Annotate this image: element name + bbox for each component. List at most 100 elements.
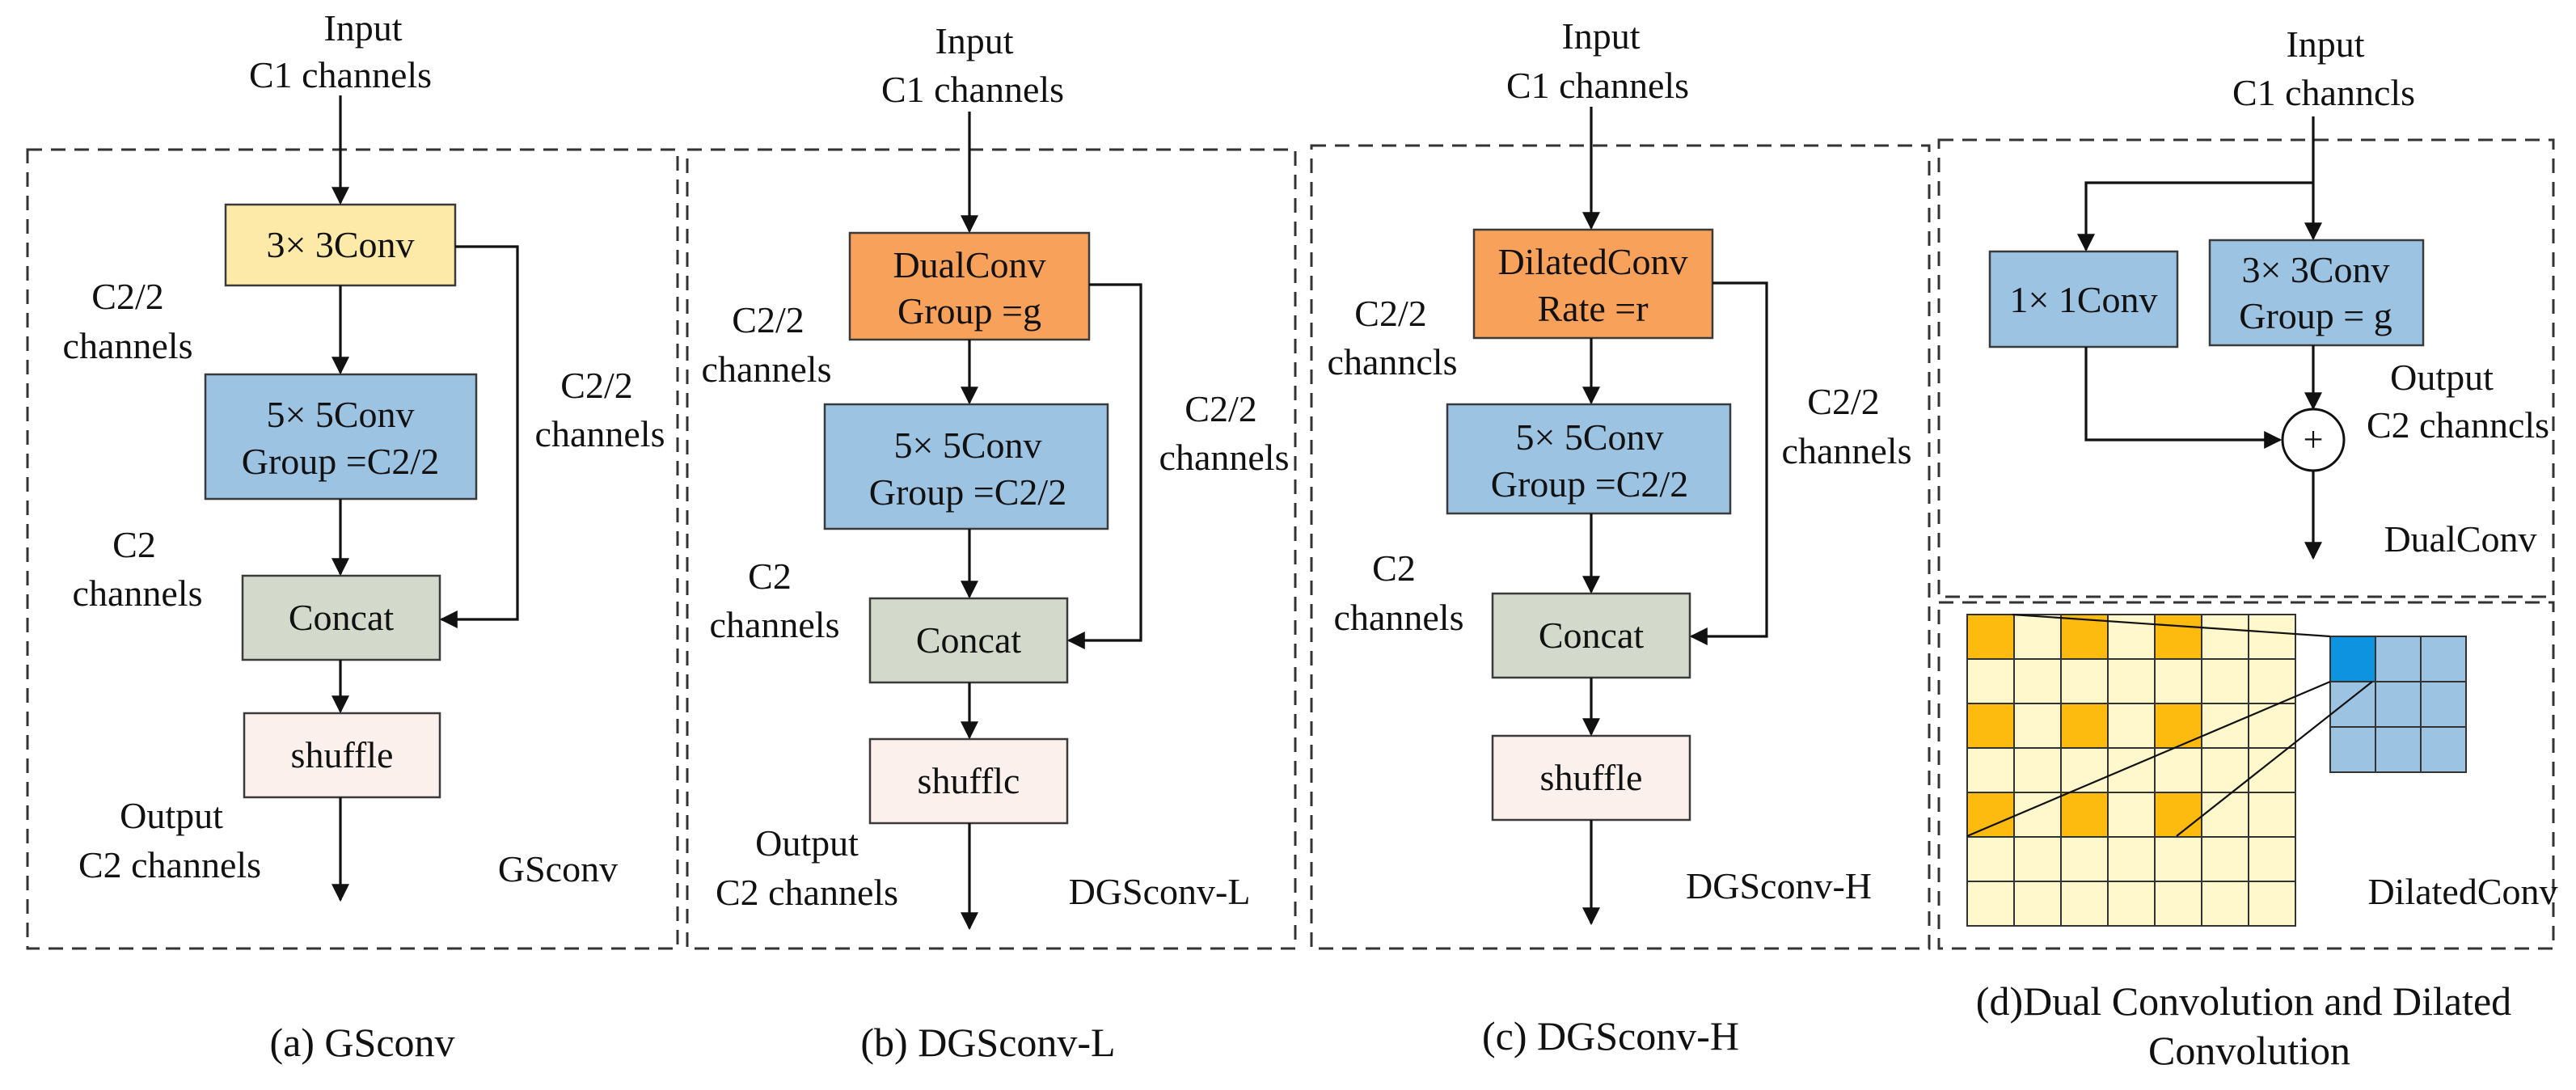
panel-d-groupconv-label-2: Group = g — [2239, 295, 2392, 336]
panel-b-dualconv-label-1: DualConv — [893, 244, 1045, 285]
grid-cell — [2201, 881, 2249, 927]
grid-cell-sampled — [2154, 703, 2202, 749]
panel-a-left-channels-top-2: channels — [63, 325, 193, 366]
panel-c-shuffle-label: shuffle — [1540, 757, 1643, 798]
grid-cell — [2201, 658, 2249, 704]
panel-d-input-channels: C1 channcls — [2232, 72, 2415, 113]
grid-cell — [2248, 614, 2296, 660]
grid-cell — [2154, 747, 2202, 793]
panel-a-output-label: Output — [120, 795, 223, 836]
panel-a-left-channels-mid: C2 — [112, 524, 156, 565]
panel-d-dualconv-name: DualConv — [2384, 518, 2536, 560]
panel-a-groupconv-label-1: 5× 5Conv — [266, 394, 414, 435]
grid-cell-sampled — [1966, 703, 2015, 749]
panel-d-receptive-line-mid — [1966, 680, 2331, 838]
kernel-cell — [2375, 681, 2422, 728]
grid-cell — [2201, 792, 2249, 838]
panel-d-receptive-line-bottom — [2176, 681, 2373, 837]
panel-c-frame — [1310, 144, 1931, 950]
grid-cell — [2013, 614, 2062, 660]
grid-cell-sampled — [2154, 792, 2202, 838]
grid-cell — [2107, 703, 2156, 749]
panel-b-arrow-skip — [1066, 283, 1142, 649]
panel-d-dilatedconv-name: DilatedConv — [2367, 871, 2557, 912]
grid-cell — [2248, 658, 2296, 704]
panel-a-output-channels: C2 channels — [78, 844, 261, 885]
panel-d-input-label: Input — [2286, 23, 2364, 65]
panel-d-kernel-grid — [2329, 636, 2467, 773]
grid-cell — [2013, 747, 2062, 793]
panel-a-arrow-skip — [439, 245, 519, 628]
panel-b-right-channels: C2/2 — [1185, 388, 1256, 429]
grid-cell — [2248, 836, 2296, 882]
grid-cell — [2060, 836, 2109, 882]
grid-cell — [2013, 881, 2062, 927]
grid-cell — [2013, 836, 2062, 882]
panel-a-module-name: GSconv — [498, 848, 618, 889]
panel-a-input-label: Input — [323, 7, 402, 49]
grid-cell — [1966, 747, 2015, 793]
grid-cell — [2248, 703, 2296, 749]
panel-c-left-channels-top-2: channcls — [1328, 341, 1458, 382]
grid-cell — [2060, 658, 2109, 704]
kernel-cell — [2420, 636, 2467, 682]
panel-b-output-label: Output — [755, 822, 859, 864]
grid-cell — [2107, 836, 2156, 882]
panel-d-caption-1: (d)Dual Convolution and Dilated — [1976, 978, 2511, 1024]
panel-d-pointwise-label: 1× 1Conv — [2009, 279, 2157, 320]
panel-b-left-channels-top-2: channels — [702, 349, 832, 390]
panel-d-input-grid — [1966, 614, 2296, 927]
grid-cell — [2248, 747, 2296, 793]
grid-cell — [2201, 703, 2249, 749]
kernel-cell — [2375, 636, 2422, 682]
grid-cell — [2201, 836, 2249, 882]
panel-c-left-channels-mid: C2 — [1372, 547, 1416, 589]
panel-c-right-channels: C2/2 — [1807, 381, 1879, 422]
panel-c-dilatedconv-box — [1472, 228, 1714, 340]
panel-b-right-channels-2: channels — [1159, 437, 1290, 478]
panel-d-arrow-pointwise-to-sum — [2084, 347, 2283, 449]
grid-cell — [2060, 881, 2109, 927]
panel-gsconv: Input C1 channels 3× 3Conv 5× 5Conv Grou… — [26, 7, 679, 1065]
panel-c-dilatedconv-label-2: Rate =r — [1537, 288, 1648, 329]
panel-a-conv3x3-label: 3× 3Conv — [266, 224, 414, 265]
grid-cell-sampled — [2060, 792, 2109, 838]
panel-b-groupconv-label-1: 5× 5Conv — [893, 425, 1041, 466]
grid-cell — [2248, 881, 2296, 927]
grid-cell — [1966, 658, 2015, 704]
panel-a-shuffle-label: shuffle — [291, 734, 394, 775]
panel-c-input-label: Input — [1561, 15, 1640, 57]
panel-b-dualconv-box — [848, 231, 1091, 341]
panel-b-groupconv-box — [823, 403, 1109, 530]
grid-cell-sampled — [2060, 614, 2109, 660]
panel-c-left-channels-mid-2: channels — [1334, 597, 1464, 638]
kernel-cell — [2420, 726, 2467, 773]
panel-c-input-channels: C1 channels — [1506, 65, 1689, 106]
panel-c-dilatedconv-label-1: DilatedConv — [1497, 241, 1687, 282]
kernel-cell — [2329, 726, 2376, 773]
panel-b-input-label: Input — [935, 20, 1013, 61]
panel-d-sum-node — [2281, 408, 2346, 472]
panel-d-groupconv-box — [2208, 239, 2425, 347]
panel-c-right-channels-2: channels — [1782, 430, 1912, 471]
panel-b-module-name: DGSconv-L — [1069, 871, 1251, 912]
panel-a-left-channels-mid-2: channels — [73, 572, 203, 614]
panel-d-dualconv-frame — [1937, 138, 2555, 598]
grid-cell-sampled — [1966, 792, 2015, 838]
panel-b-left-channels-top: C2/2 — [732, 299, 804, 340]
grid-cell — [2248, 792, 2296, 838]
grid-cell-sampled — [2154, 614, 2202, 660]
grid-cell — [2107, 792, 2156, 838]
kernel-cell-active — [2329, 636, 2376, 682]
panel-a-groupconv-box — [204, 373, 478, 501]
panel-c-groupconv-label-1: 5× 5Conv — [1515, 416, 1663, 458]
panel-b-caption: (b) DGSconv-L — [860, 1020, 1115, 1065]
panel-d-arrow-to-pointwise — [2077, 181, 2313, 252]
grid-cell-sampled — [2060, 703, 2109, 749]
panel-d-receptive-line-top — [2012, 613, 2331, 638]
panel-a-right-channels: C2/2 — [560, 365, 632, 406]
grid-cell — [2013, 658, 2062, 704]
panel-d-caption-2: Convolution — [2148, 1028, 2350, 1073]
grid-cell — [2060, 747, 2109, 793]
